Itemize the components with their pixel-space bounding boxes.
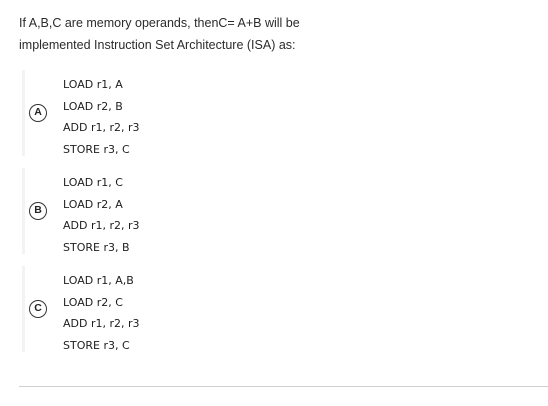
option-c-bar [22,266,25,352]
option-c-line-2: LOAD r2, C [63,295,123,309]
question-text: If A,B,C are memory operands, thenC= A+B… [19,12,519,56]
option-a-bar [22,70,25,156]
option-b-code: LOAD r1, C LOAD r2, A ADD r1, r2, r3 STO… [63,172,140,258]
option-c[interactable]: C LOAD r1, A,B LOAD r2, C ADD r1, r2, r3… [0,264,548,356]
option-b-line-4: STORE r3, B [63,240,130,254]
option-b-radio[interactable]: B [29,202,47,220]
option-b-line-3: ADD r1, r2, r3 [63,219,140,232]
option-c-radio[interactable]: C [29,300,47,318]
option-a-code: LOAD r1, A LOAD r2, B ADD r1, r2, r3 STO… [63,74,140,160]
option-a-line-4: STORE r3, C [63,142,130,156]
option-a-radio[interactable]: A [29,104,47,122]
question-line-2: implemented Instruction Set Architecture… [19,38,296,52]
option-b-bar [22,168,25,254]
question-line-1: If A,B,C are memory operands, thenC= A+B… [19,16,300,30]
bottom-divider [19,386,548,387]
option-c-line-4: STORE r3, C [63,338,130,352]
option-b-line-2: LOAD r2, A [63,197,123,211]
option-a[interactable]: A LOAD r1, A LOAD r2, B ADD r1, r2, r3 S… [0,68,548,160]
option-a-line-1: LOAD r1, A [63,78,123,91]
option-b[interactable]: B LOAD r1, C LOAD r2, A ADD r1, r2, r3 S… [0,166,548,258]
option-c-code: LOAD r1, A,B LOAD r2, C ADD r1, r2, r3 S… [63,270,140,356]
option-c-line-1: LOAD r1, A,B [63,274,134,287]
option-b-line-1: LOAD r1, C [63,176,123,189]
option-c-line-3: ADD r1, r2, r3 [63,317,140,330]
option-a-line-2: LOAD r2, B [63,99,123,113]
option-a-line-3: ADD r1, r2, r3 [63,121,140,134]
